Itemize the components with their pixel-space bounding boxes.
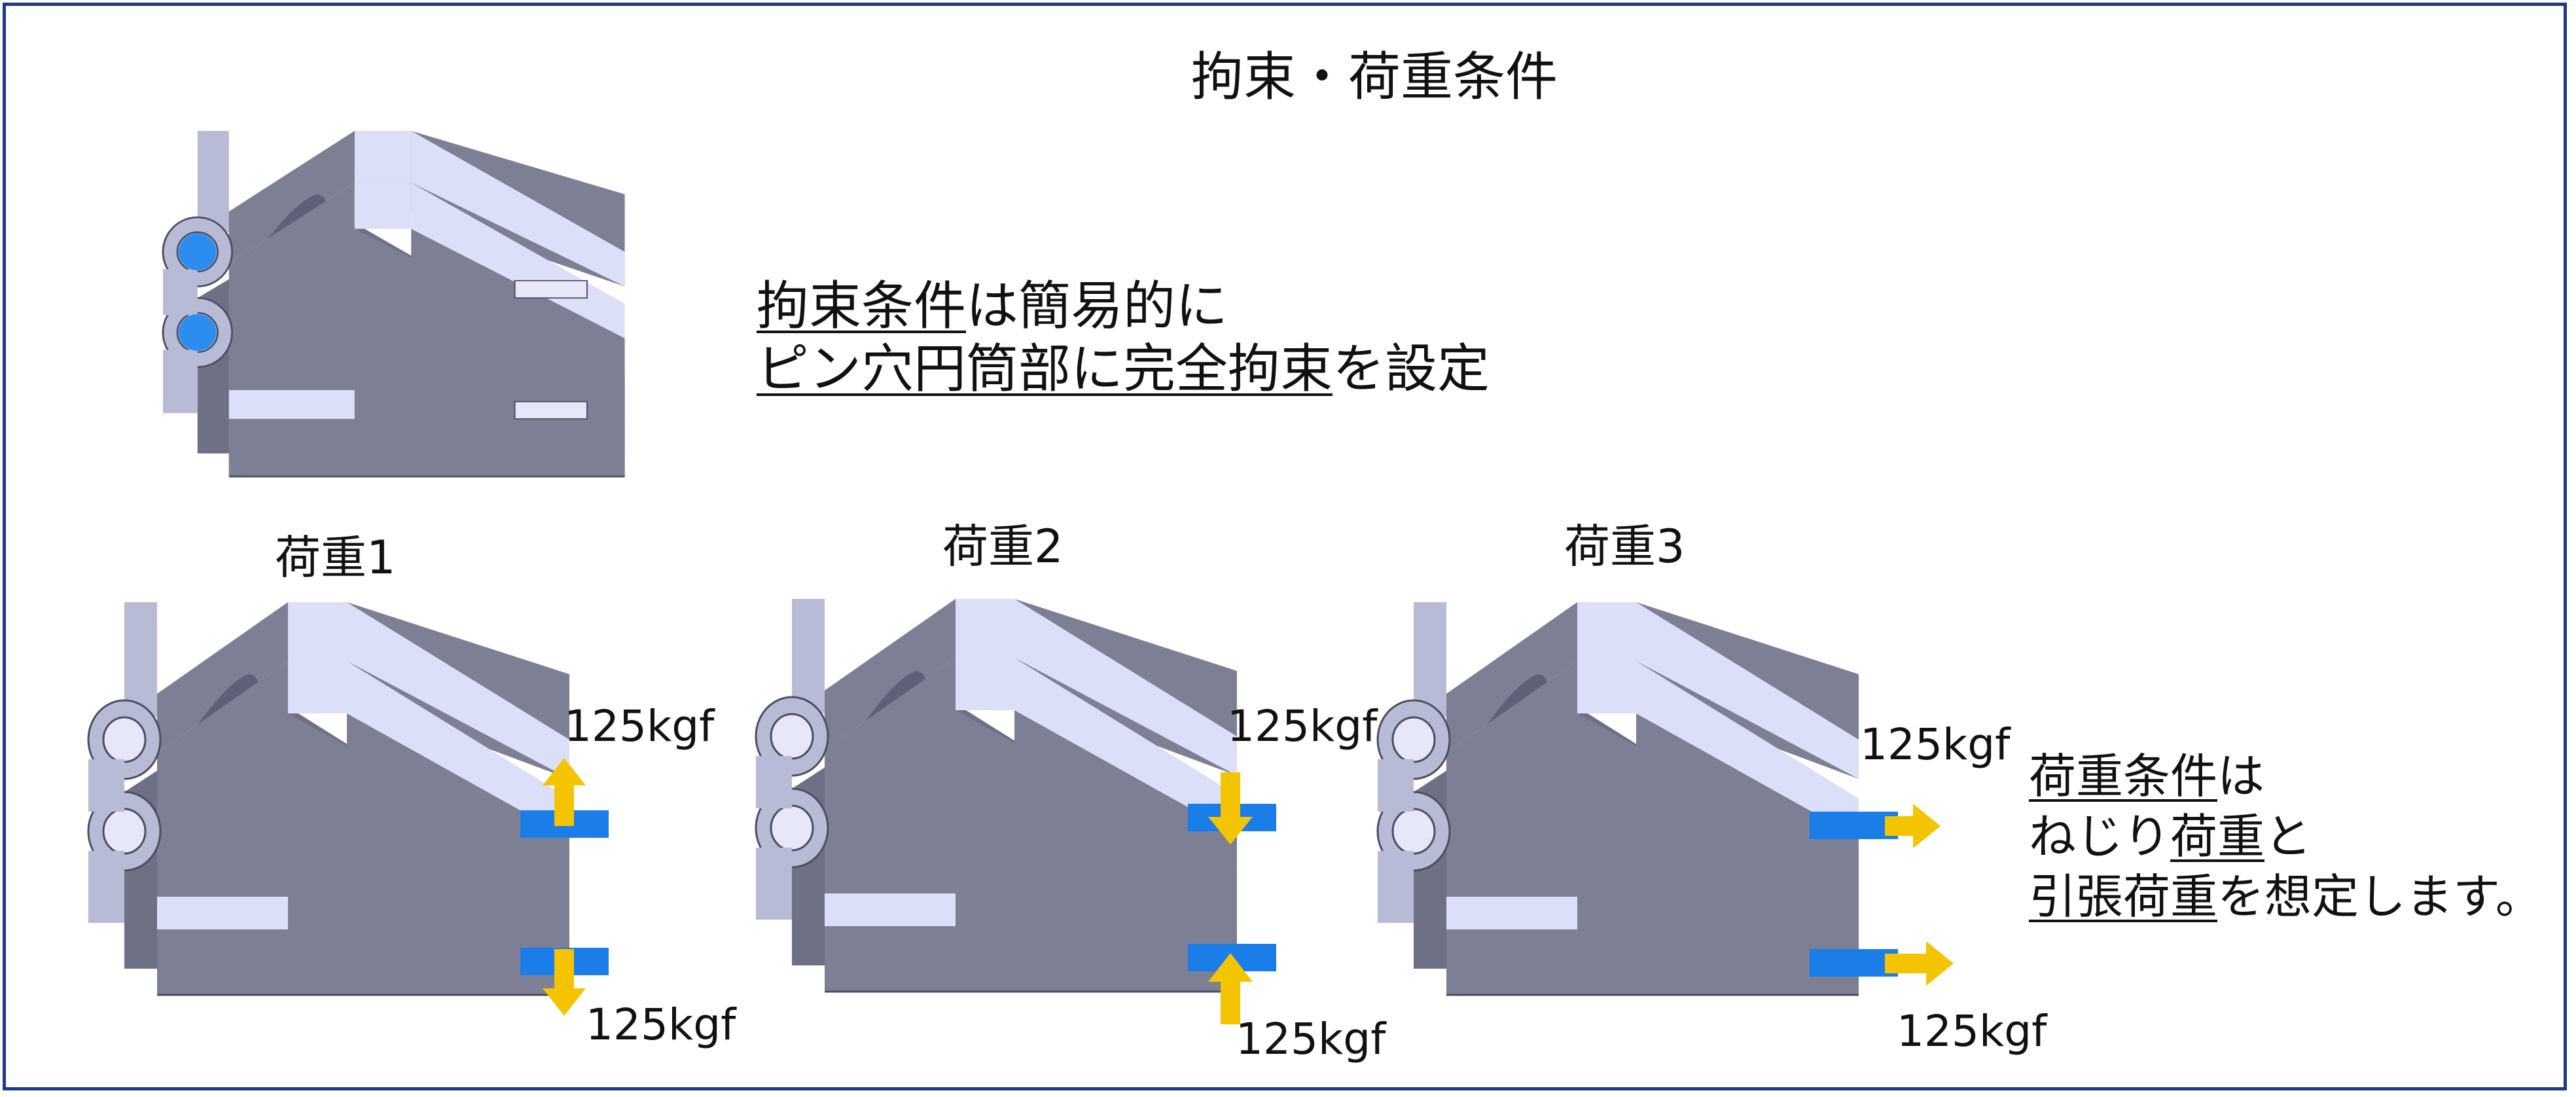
load-note-line1-rest: は xyxy=(2217,749,2265,804)
load-case-1-label: 荷重1 xyxy=(275,531,396,584)
load-note-line2-rest: と xyxy=(2264,809,2312,865)
load-case-2-force-top: 125kgf xyxy=(1227,701,1378,751)
load-case-3-bracket xyxy=(1376,601,1860,996)
load-case-1-force-top: 125kgf xyxy=(564,701,715,751)
constraint-note: 拘束条件は簡易的に ピン穴円筒部に完全拘束を設定 xyxy=(757,275,1490,401)
torsion-load-term: 荷重 xyxy=(2170,809,2265,865)
arrow-up-icon xyxy=(543,758,586,826)
arrow-up-icon xyxy=(1208,953,1253,1024)
constraint-detail: ピン穴円筒部に完全拘束 xyxy=(757,338,1333,399)
load-face-3-top xyxy=(1810,812,1898,839)
tensile-load-term: 引張荷重 xyxy=(2029,869,2218,925)
constraint-bracket xyxy=(162,130,626,478)
load-case-3-force-top: 125kgf xyxy=(1860,719,2011,770)
page-title: 拘束・荷重条件 xyxy=(1191,46,1558,107)
load-condition-note: 荷重条件は ねじり荷重と 引張荷重を想定します。 xyxy=(2029,746,2543,927)
load-case-3-force-bottom: 125kgf xyxy=(1897,1006,2047,1056)
load-case-1-force-bottom: 125kgf xyxy=(586,999,736,1050)
load-case-2-label: 荷重2 xyxy=(942,520,1064,573)
load-case-2-force-bottom: 125kgf xyxy=(1236,1014,1386,1064)
constraint-line1-rest: は簡易的に xyxy=(966,276,1228,336)
load-note-line2-plain: ねじり xyxy=(2029,809,2171,865)
load-face-3-bottom xyxy=(1810,949,1898,977)
arrow-right-icon xyxy=(1885,804,1941,848)
load-condition-term: 荷重条件 xyxy=(2029,749,2218,804)
load-case-1-bracket xyxy=(87,601,571,996)
load-note-line3-rest: を想定します。 xyxy=(2217,869,2543,925)
load-case-3-label: 荷重3 xyxy=(1564,520,1685,573)
constraint-line2-rest: を設定 xyxy=(1333,338,1490,399)
arrow-down-icon xyxy=(543,949,586,1016)
pin-constraint-upper xyxy=(179,233,217,270)
arrow-down-icon xyxy=(1208,772,1253,844)
arrow-right-icon xyxy=(1885,941,1954,986)
constraint-term: 拘束条件 xyxy=(757,276,966,336)
load-case-2-bracket xyxy=(755,598,1238,993)
pin-constraint-lower xyxy=(179,314,217,351)
